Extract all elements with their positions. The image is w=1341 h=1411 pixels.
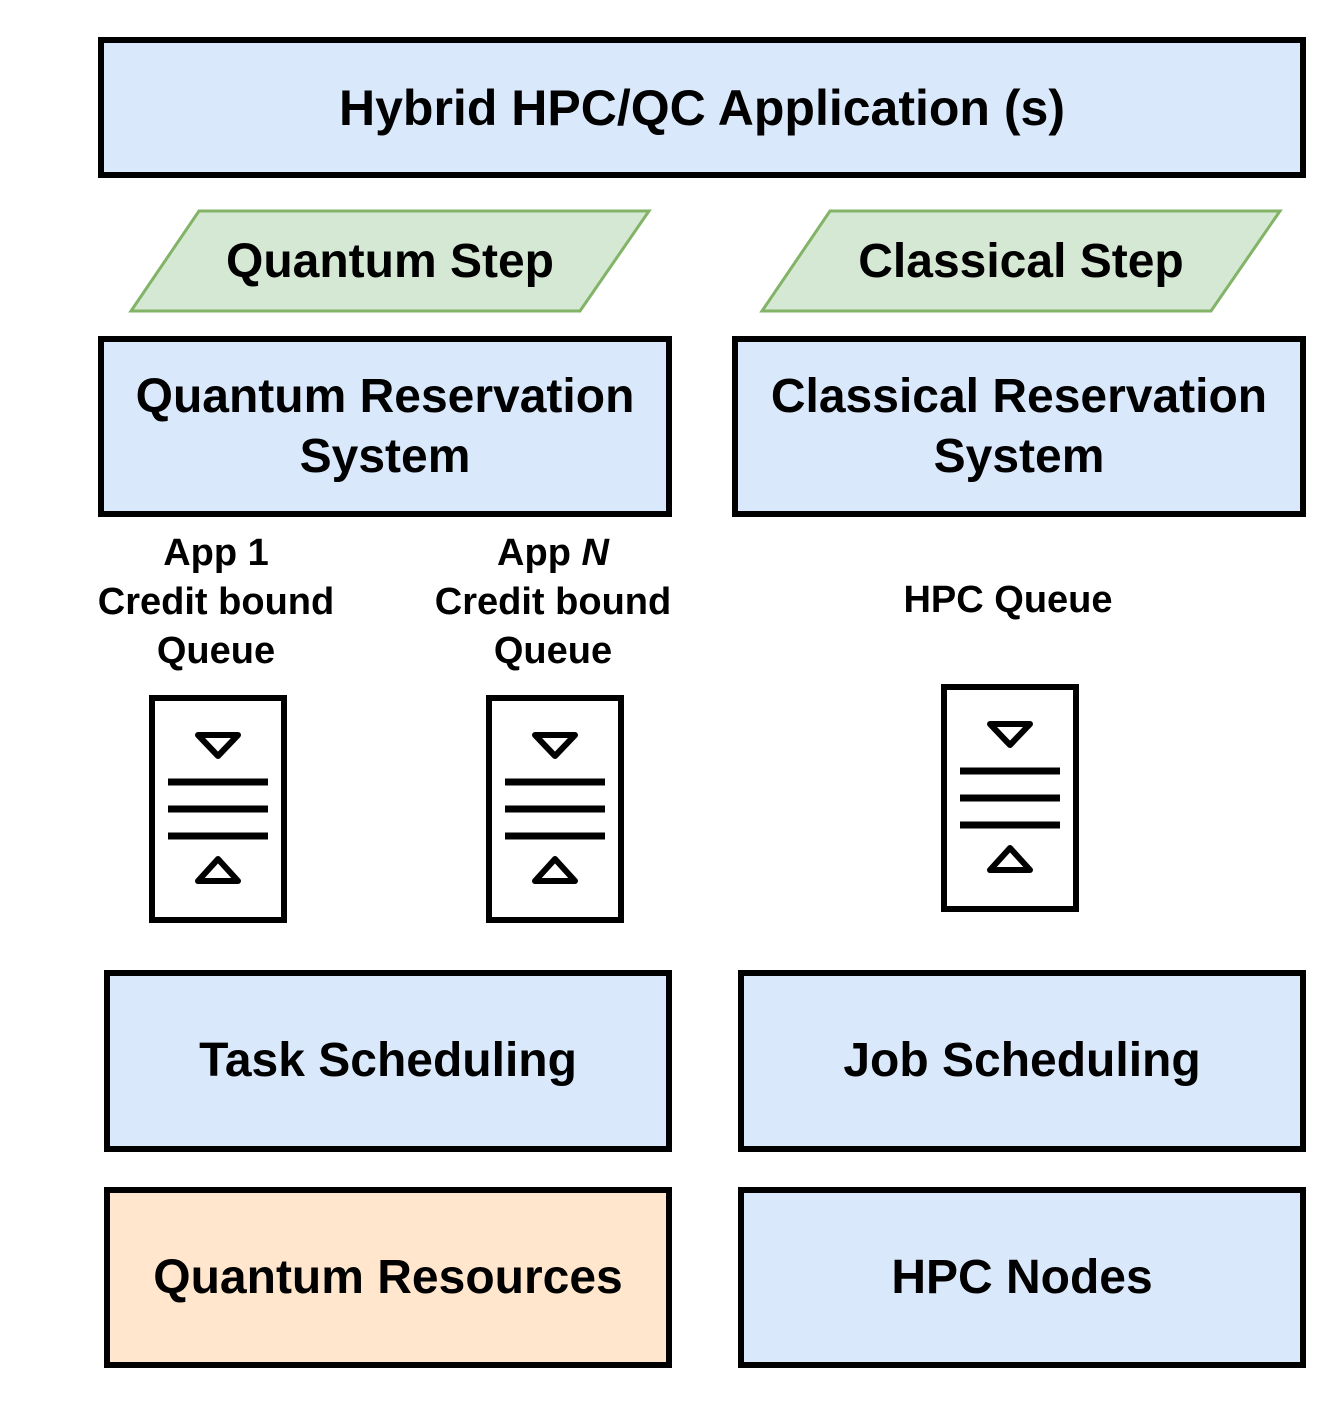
quantum-step-shape [128, 209, 652, 313]
appN-queue-label: App N Credit bound Queue [403, 529, 703, 676]
quantum-step-text: Quantum Step [225, 234, 554, 288]
app1-queue-label: App 1 Credit bound Queue [66, 529, 366, 676]
hpc-queue-label: HPC Queue [858, 576, 1158, 625]
appN-queue-n: N [581, 532, 609, 574]
hpc-nodes-box: HPC Nodes [738, 1187, 1306, 1368]
app1-queue-line1: App 1 [163, 532, 269, 574]
classical-reservation-line1: Classical Reservation [770, 369, 1268, 423]
application-label: Hybrid HPC/QC Application (s) [339, 79, 1065, 136]
application-box: Hybrid HPC/QC Application (s) [98, 37, 1306, 178]
appN-queue-line1: App N [403, 529, 703, 578]
hpc-queue-line1: HPC Queue [903, 579, 1113, 621]
task-scheduling-label: Task Scheduling [199, 1034, 577, 1087]
queue-icon [149, 695, 287, 923]
appN-queue-prefix: App [497, 532, 582, 574]
hpc-nodes-label: HPC Nodes [891, 1250, 1153, 1304]
app1-queue-line2: Credit bound [97, 581, 335, 623]
quantum-reservation-box: Quantum Reservation System [98, 336, 672, 517]
appN-queue-line2: Credit bound [434, 581, 672, 623]
quantum-resources-box: Quantum Resources [104, 1187, 672, 1368]
classical-reservation-line2: System [933, 429, 1105, 483]
classical-step-text: Classical Step [858, 234, 1184, 288]
job-scheduling-label: Job Scheduling [843, 1034, 1201, 1087]
classical-reservation-box: Classical Reservation System [732, 336, 1306, 517]
quantum-reservation-line2: System [299, 429, 471, 483]
quantum-resources-label: Quantum Resources [153, 1250, 623, 1304]
quantum-reservation-line1: Quantum Reservation [135, 369, 635, 423]
classical-step-shape [759, 209, 1283, 313]
job-scheduling-box: Job Scheduling [738, 970, 1306, 1152]
queue-icon [486, 695, 624, 923]
app1-queue-line3: Queue [156, 630, 276, 672]
classical-step-label: Classical Step [759, 208, 1283, 314]
appN-queue-line3: Queue [493, 630, 613, 672]
queue-icon [941, 684, 1079, 912]
quantum-step-label: Quantum Step [128, 208, 652, 314]
task-scheduling-box: Task Scheduling [104, 970, 672, 1152]
